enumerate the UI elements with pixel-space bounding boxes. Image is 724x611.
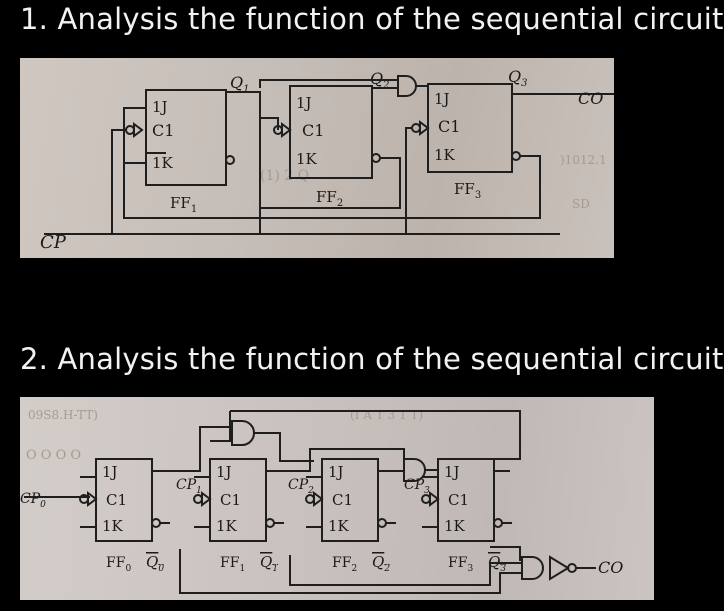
ff3-clock-bubble xyxy=(421,494,431,504)
ff3-clock-triangle xyxy=(429,491,440,507)
ff0-j-pin-label: 1J xyxy=(102,463,118,481)
ff3-cp-input-label: CP3 xyxy=(404,477,430,496)
circuit-1-output-label: CO xyxy=(578,89,603,108)
ff3-clock-pin-label: C1 xyxy=(438,117,460,136)
ff3-k-pin-label: 1K xyxy=(434,146,456,164)
ff3-j-pin-label: 1J xyxy=(444,463,460,481)
and-gate-top xyxy=(231,420,255,446)
circuit-1-diagram: (1) 2 Q )1012.1 SD 1J C1 1K FF1 Q1 1J C1… xyxy=(40,67,614,253)
ff3-clock-pin-label: C1 xyxy=(448,491,469,509)
ff2-k-pin-label: 1K xyxy=(328,517,350,535)
wire xyxy=(260,117,279,130)
circuit-2-output-label: CO xyxy=(598,558,623,577)
ff2-clock-triangle xyxy=(313,491,324,507)
bleed-through-mark: O O O O xyxy=(26,448,81,463)
ff2-qbar-bubble xyxy=(371,153,381,163)
bleed-through-mark: 09S8.H-TT) xyxy=(28,408,98,422)
ff2-qbar-output-label: Q2 xyxy=(372,553,390,574)
ff1-j-pin-label: 1J xyxy=(152,98,168,116)
circuit-1-cp-input-label: CP xyxy=(40,232,67,253)
ff3-qbar-bubble xyxy=(493,518,503,528)
circuit-2-flipflops: 1J C1 1K FF0 Q0 CP0 1J C1 1K FF1 Q1 CP1 1J C1 1K FF2 Q2 C… xyxy=(20,458,512,574)
ff2-name-label: FF2 xyxy=(316,188,343,209)
ff3-name-label: FF3 xyxy=(454,180,481,201)
ff0-clock-bubble xyxy=(79,494,89,504)
ff1-qbar-output-label: Q1 xyxy=(260,553,278,574)
flipflop-2-body xyxy=(289,85,373,179)
ff3-clock-triangle xyxy=(419,120,430,136)
ff2-j-pin-label: 1J xyxy=(328,463,344,481)
ff1-cp-input-label: CP1 xyxy=(176,477,202,496)
ff1-name-label: FF1 xyxy=(220,555,245,574)
ff1-clock-bubble xyxy=(193,494,203,504)
ff1-k-pin-label: 1K xyxy=(152,154,174,172)
ff2-q-output-label: Q2 xyxy=(370,69,390,91)
ff2-clock-pin-label: C1 xyxy=(332,491,353,509)
ff3-j-pin-label: 1J xyxy=(434,90,450,108)
wire xyxy=(226,91,261,234)
wire xyxy=(160,426,210,472)
ff1-j-pin-label: 1J xyxy=(216,463,232,481)
ff1-clock-pin-label: C1 xyxy=(220,491,241,509)
ff2-clock-triangle xyxy=(281,122,292,138)
cp-wire xyxy=(111,129,126,234)
ff1-name-label: FF1 xyxy=(170,194,197,215)
ff2-name-label: FF2 xyxy=(332,555,357,574)
ff3-q-output-label: Q3 xyxy=(508,67,528,89)
wire xyxy=(259,79,398,88)
and-gate-output xyxy=(521,556,544,580)
question-2-title: 2. Analysis the function of the sequenti… xyxy=(20,342,724,376)
wire xyxy=(490,546,521,561)
ff0-qbar-output-label: Q0 xyxy=(146,553,164,574)
ff1-clock-pin-label: C1 xyxy=(152,121,174,140)
bleed-through-mark: SD xyxy=(572,197,590,211)
feedback-wire xyxy=(123,107,541,219)
ff3-name-label: FF3 xyxy=(448,555,473,574)
ff2-clock-bubble xyxy=(305,494,315,504)
circuit-2-diagram: 09S8.H-TT) O O O O (I A T 3 1 T) CO 1JC1… xyxy=(20,408,623,594)
ff0-cp-input-label: CP0 xyxy=(20,491,46,510)
ff0-name-label: FF0 xyxy=(106,555,131,574)
ff0-k-pin-label: 1K xyxy=(102,517,124,535)
wire xyxy=(260,157,401,209)
ff0-clock-pin-label: C1 xyxy=(106,491,127,509)
wire xyxy=(179,549,522,594)
ff2-qbar-bubble xyxy=(377,518,387,528)
and-gate-1 xyxy=(397,75,417,97)
wire xyxy=(230,410,521,460)
ff1-clock-triangle xyxy=(133,122,144,138)
ff1-qbar-bubble xyxy=(225,155,235,165)
wire xyxy=(254,432,314,462)
ff0-clock-triangle xyxy=(87,491,98,507)
ff2-j-pin-label: 1J xyxy=(296,94,312,112)
bleed-through-mark: )1012.1 xyxy=(560,153,607,167)
circuit-1-photo: (1) 2 Q )1012.1 SD 1J C1 1K FF1 Q1 1J C1… xyxy=(20,58,614,258)
wire xyxy=(276,448,405,472)
wire xyxy=(289,555,522,586)
ff3-qbar-bubble xyxy=(511,151,521,161)
ff1-q-output-label: Q1 xyxy=(230,73,250,95)
cp-wire xyxy=(405,127,412,234)
inverter-triangle xyxy=(549,555,570,581)
ff3-k-pin-label: 1K xyxy=(444,517,466,535)
and-gate-middle xyxy=(403,458,426,482)
question-1-title: 1. Analysis the function of the sequenti… xyxy=(20,2,724,36)
ff1-qbar-bubble xyxy=(265,518,275,528)
ff1-clock-triangle xyxy=(201,491,212,507)
wire xyxy=(416,85,429,104)
ff1-k-pin-label: 1K xyxy=(216,517,238,535)
ff2-k-pin-label: 1K xyxy=(296,150,318,168)
ff0-qbar-bubble xyxy=(151,518,161,528)
bleed-through-mark: (1) 2 Q xyxy=(260,168,309,184)
ff2-clock-pin-label: C1 xyxy=(302,121,324,140)
ff2-cp-input-label: CP2 xyxy=(288,477,314,496)
